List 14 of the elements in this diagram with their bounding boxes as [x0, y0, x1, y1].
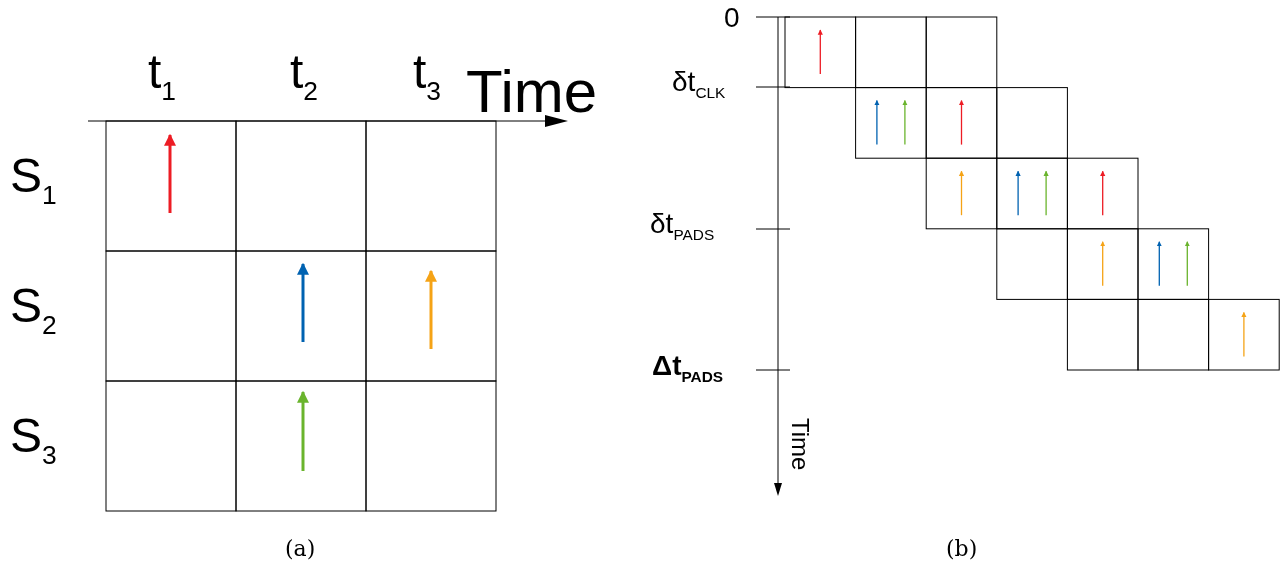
axis-label: t$_{2}$ — [290, 48, 319, 105]
tick-label: δt$_{CLK}$ — [672, 68, 726, 101]
axis-title: Time — [788, 418, 812, 471]
caption: (a) — [285, 538, 316, 560]
row-label: S$_{3}$ — [10, 412, 57, 469]
row-label: S$_{1}$ — [10, 152, 57, 209]
row-label: S$_{2}$ — [10, 282, 57, 339]
axis-label: t$_{3}$ — [413, 48, 442, 105]
tick-label: 0 — [724, 4, 740, 32]
axis-label: t$_{1}$ — [148, 48, 177, 105]
axis-title: Time — [466, 62, 598, 122]
tick-label: δt$_{PADS}$ — [650, 210, 715, 243]
tick-label: Δt$_{PADS}$ — [652, 352, 724, 385]
caption: (b) — [946, 538, 978, 560]
